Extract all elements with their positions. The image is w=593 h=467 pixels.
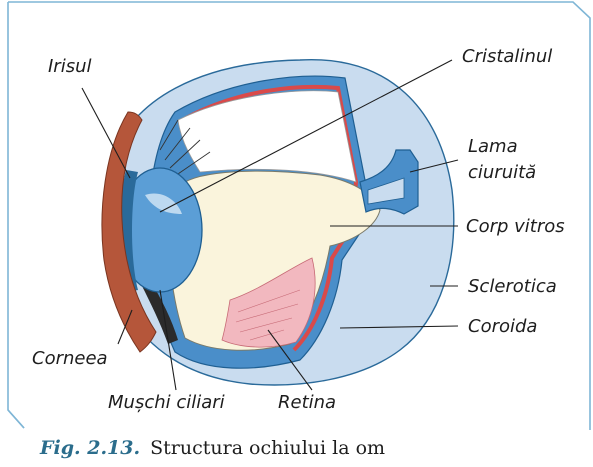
label-corp-vitros: Corp vitros: [466, 216, 565, 237]
caption-text: Structura ochiului la om: [150, 437, 385, 459]
label-coroida: Coroida: [468, 316, 537, 337]
label-sclerotica: Sclerotica: [468, 276, 557, 297]
label-ciuruita: ciuruită: [468, 162, 536, 183]
label-retina: Retina: [278, 392, 336, 413]
eye-illustration: [102, 60, 454, 385]
label-lama: Lama: [468, 136, 518, 157]
figure-caption: Fig. 2.13. Structura ochiului la om: [39, 437, 385, 459]
label-corneea: Corneea: [32, 348, 108, 369]
svg-text:Fig. 2.13. Structura och: Fig. 2.13. Structura ochiului la om: [39, 437, 385, 459]
label-cristalinul: Cristalinul: [462, 46, 552, 67]
caption-number: Fig. 2.13.: [39, 437, 140, 459]
label-irisul: Irisul: [48, 56, 92, 77]
label-muschi-ciliari: Mușchi ciliari: [108, 392, 225, 413]
